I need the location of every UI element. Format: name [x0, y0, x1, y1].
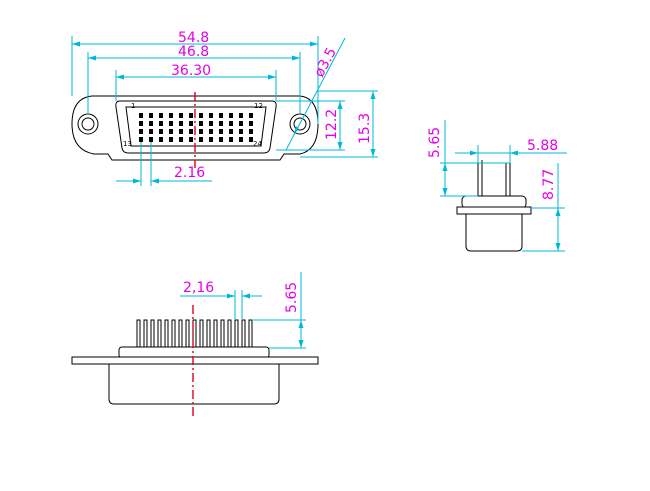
dim-side-body-depth-label: 8.77	[541, 169, 557, 200]
mount-hole-left-inner	[81, 117, 95, 131]
dim-height-inner-label: 12.2	[324, 109, 340, 140]
dim-bottom-pitch-label: 2,16	[183, 280, 214, 296]
dim-overall-width-label: 54.8	[178, 30, 209, 46]
side-view: 5.65 5.88 8.77	[427, 120, 567, 252]
bottom-insulator	[118, 346, 270, 359]
front-flange	[71, 95, 319, 161]
dim-height-outer-label: 15.3	[357, 113, 373, 144]
dim-height-outer: 15.3	[300, 90, 378, 158]
dim-bottom-pitch: 2,16	[180, 280, 262, 320]
mount-hole-left	[77, 113, 99, 135]
side-insulator	[461, 195, 527, 209]
bottom-shell	[108, 363, 280, 405]
side-shell	[465, 213, 523, 252]
dim-side-pin-spacing: 5.88	[455, 138, 567, 163]
pin-label-12: 12	[254, 102, 263, 110]
bottom-flange	[71, 356, 319, 365]
dim-height-inner: 12.2	[276, 100, 345, 151]
dim-body-width: 36.30	[115, 63, 277, 101]
front-pin-grid	[139, 113, 253, 142]
dim-side-pin-spacing-label: 5.88	[527, 138, 558, 154]
dim-bottom-pin-length: 5.65	[252, 272, 306, 349]
dim-side-pin-length-label: 5.65	[427, 127, 443, 158]
mount-hole-right-inner	[293, 117, 307, 131]
dim-front-pitch-label: 2.16	[174, 165, 205, 181]
dim-side-pin-length: 5.65	[427, 120, 510, 197]
front-view: 1 12 13 24 54.8 46.8	[71, 30, 378, 186]
bottom-pins	[136, 319, 253, 349]
front-shell-outer	[115, 100, 277, 154]
dim-side-body-depth: 8.77	[522, 163, 565, 252]
dim-overall-width: 54.8	[71, 30, 319, 124]
dim-bottom-pin-length-label: 5.65	[284, 282, 300, 313]
dim-front-pitch: 2.16	[116, 142, 212, 186]
dim-hole-diameter-label: ø3.5	[311, 45, 340, 80]
dim-body-width-label: 36.30	[171, 63, 211, 79]
dim-mount-spacing-label: 46.8	[178, 44, 209, 60]
dim-mount-spacing: 46.8	[87, 44, 301, 114]
front-shell-inner	[125, 106, 267, 147]
pin-label-1: 1	[131, 102, 135, 110]
pin-label-13: 13	[123, 140, 132, 148]
bottom-view: 2,16 5.65	[71, 272, 319, 416]
pin-label-24: 24	[253, 140, 262, 148]
side-flange	[456, 206, 532, 215]
